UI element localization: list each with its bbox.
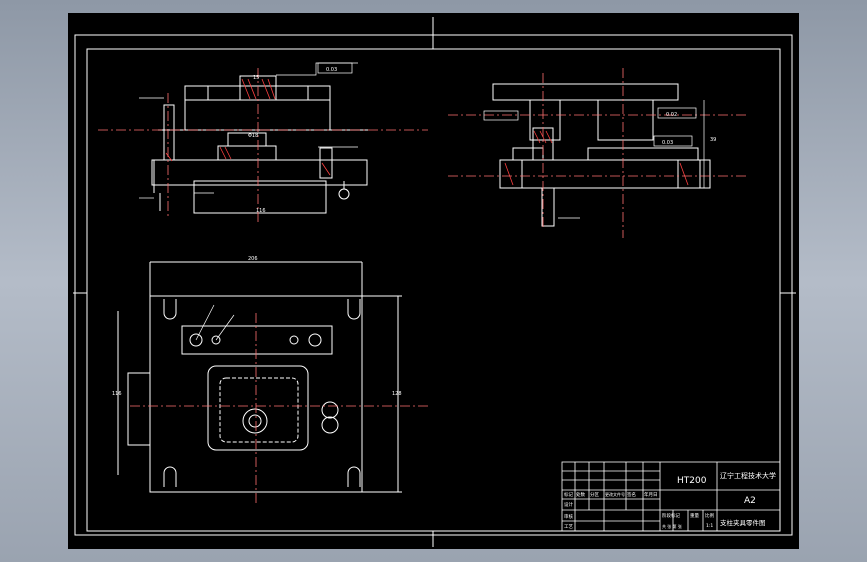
side-view (492, 83, 711, 227)
tb-label-date: 年月日 (644, 491, 658, 498)
outer-frame (74, 34, 793, 536)
tb-weight: 重量 (690, 512, 699, 519)
tb-review: 审核 (564, 513, 573, 520)
front-view (151, 75, 368, 214)
tolerance-front: 0.03 (326, 67, 337, 73)
dim-side-height: 39 (710, 137, 716, 143)
tb-ratio: 比例 (705, 512, 714, 519)
front-view-callouts (139, 62, 358, 199)
engineering-drawing: 15 Φ18 116 0.03 0.02 0.03 39 (73, 17, 796, 547)
tb-label-sign: 签名 (627, 491, 636, 498)
part-title: 支柱夹具零件图 (720, 518, 766, 527)
inner-frame (86, 48, 781, 532)
tolerance-side-b: 0.03 (662, 140, 673, 146)
side-view-hatching (504, 130, 689, 186)
dim-plan-inner: 128 (392, 391, 402, 397)
plan-view-centerlines (130, 313, 428, 503)
tb-design: 设计 (564, 501, 573, 508)
tb-label-change: 更改文件号 (605, 491, 625, 497)
dim-plan-height: 116 (112, 391, 122, 397)
tb-label-mark: 标记 (564, 491, 573, 498)
tb-scale: 1:1 (706, 523, 713, 529)
cad-viewport[interactable]: 15 Φ18 116 0.03 0.02 0.03 39 (68, 13, 799, 549)
tb-stage: 阶段标记 (662, 512, 680, 519)
tb-sheet: 共 张 第 张 (662, 523, 682, 529)
dim-plan-width: 206 (248, 256, 258, 262)
tb-label-count: 处数 (576, 491, 585, 498)
side-view-centerlines (448, 68, 748, 238)
tb-label-zone: 分区 (590, 491, 599, 498)
title-block (561, 461, 781, 532)
plan-view (117, 261, 402, 493)
tb-craft: 工艺 (564, 524, 573, 530)
dim-front-top: 15 (253, 75, 259, 81)
sheet-size: A2 (744, 496, 756, 506)
dim-front-width: 116 (256, 208, 266, 214)
plan-view-leaders (195, 304, 235, 341)
side-view-callouts (483, 100, 705, 219)
school-name: 辽宁工程技术大学 (720, 471, 776, 480)
front-view-hatching (165, 78, 331, 176)
tolerance-side-a: 0.02 (666, 112, 677, 118)
front-view-centerlines (98, 68, 428, 223)
dim-front-bore: Φ18 (248, 133, 258, 139)
material-label: HT200 (677, 476, 707, 486)
